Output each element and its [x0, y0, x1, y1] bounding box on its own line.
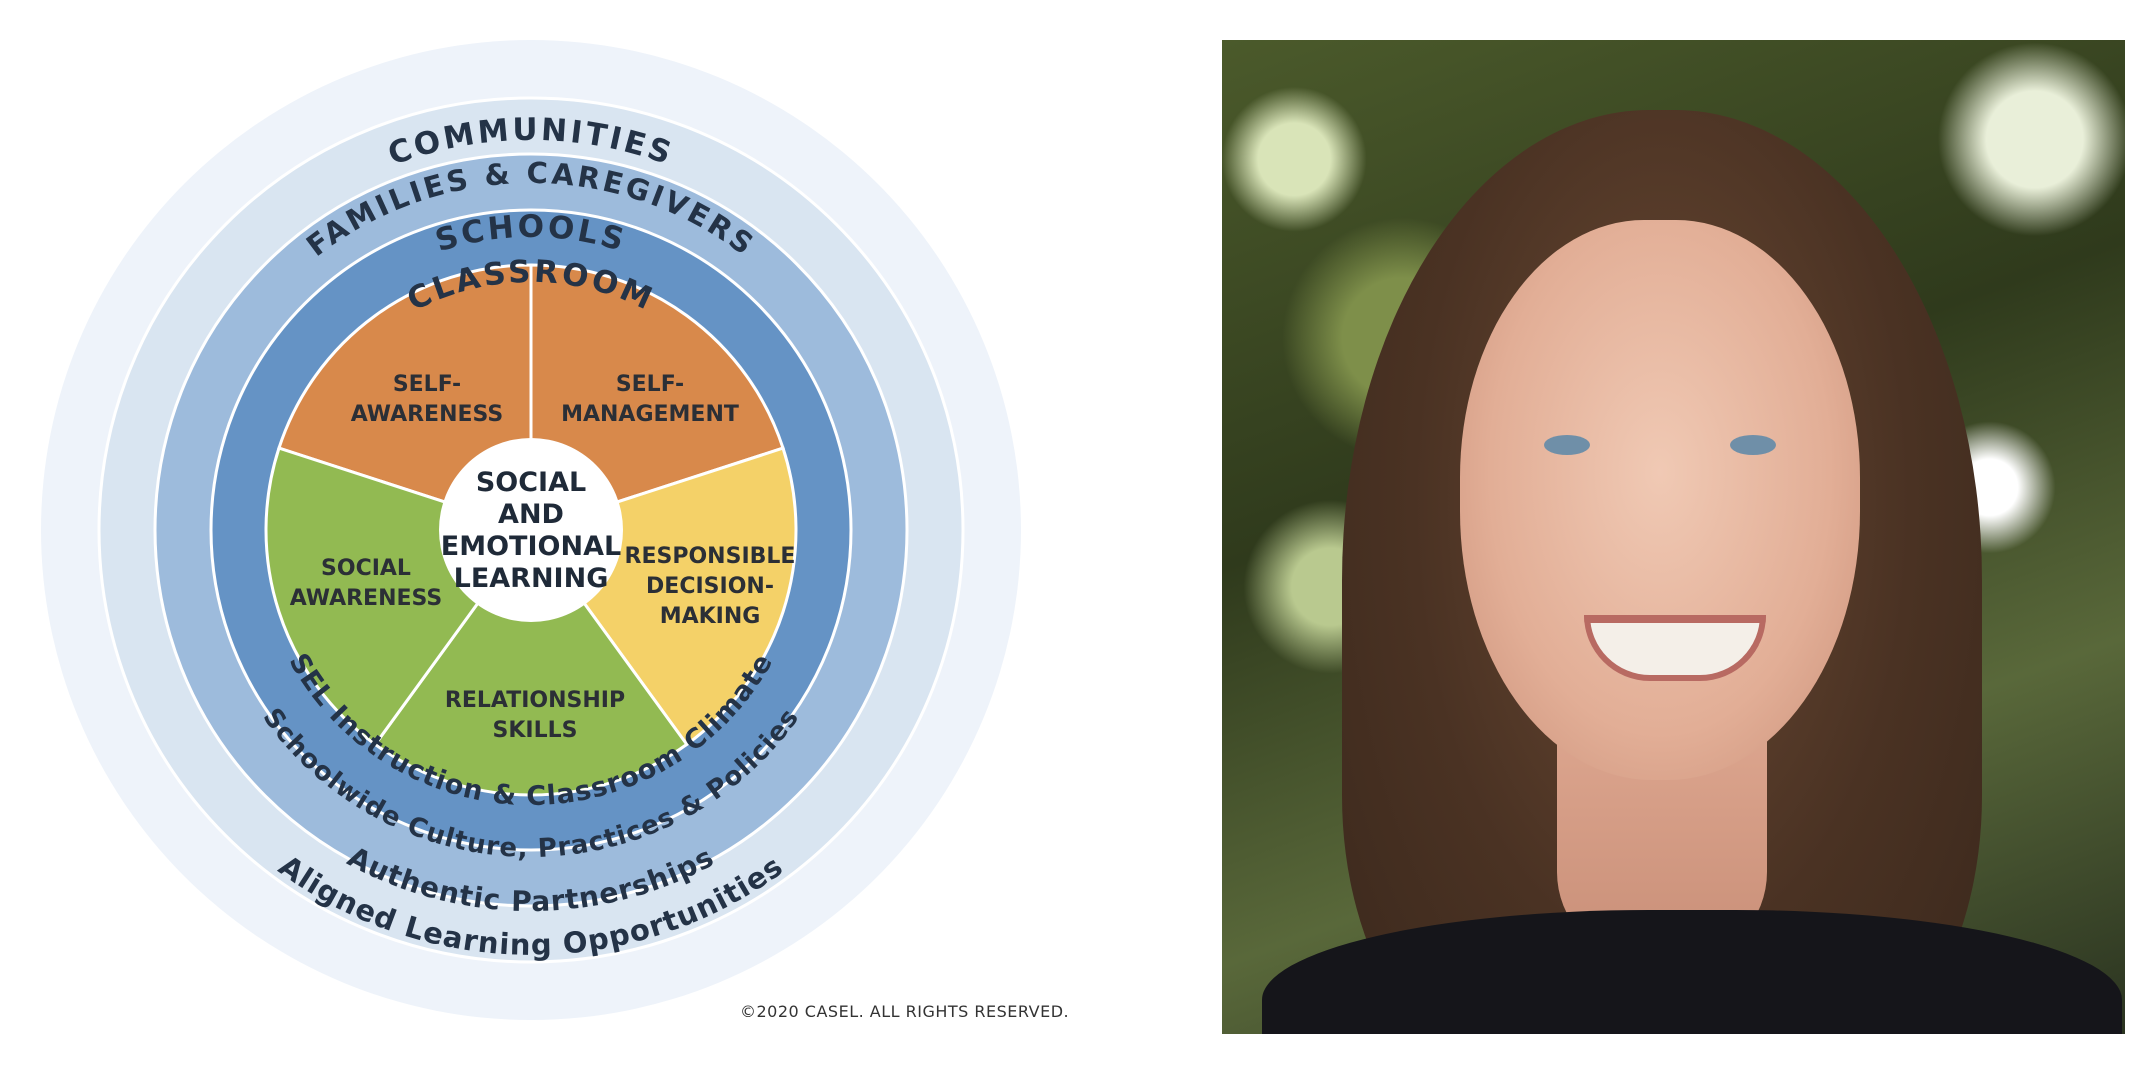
center-line: AND — [498, 499, 564, 530]
competency-label-relationship-skills: SKILLS — [493, 718, 578, 743]
competency-labels: SELF- AWARENESS SELF- MANAGEMENT RESPONS… — [290, 372, 796, 743]
competency-label-self-awareness: SELF- — [393, 372, 461, 397]
portrait-photo — [1222, 40, 2125, 1034]
competency-wedge-relationship-skills — [373, 527, 689, 797]
center-label: SOCIAL AND EMOTIONAL LEARNING — [441, 467, 621, 594]
competency-label-responsible-decision-making: RESPONSIBLE — [625, 544, 796, 569]
competency-label-social-awareness: SOCIAL — [321, 556, 411, 581]
photo-face — [1460, 220, 1860, 780]
competency-label-responsible-decision-making: MAKING — [660, 604, 761, 629]
casel-wheel-diagram: SOCIAL AND EMOTIONAL LEARNING SELF- AWAR… — [41, 40, 1021, 1020]
center-circle — [439, 438, 623, 622]
center-line: EMOTIONAL — [441, 531, 621, 562]
photo-eye — [1544, 435, 1590, 455]
competency-label-self-management: MANAGEMENT — [561, 402, 739, 427]
competency-label-social-awareness: AWARENESS — [290, 586, 442, 611]
photo-eye — [1730, 435, 1776, 455]
competency-label-self-awareness: AWARENESS — [351, 402, 503, 427]
copyright-notice: ©2020 CASEL. ALL RIGHTS RESERVED. — [740, 1002, 1070, 1021]
competency-label-responsible-decision-making: DECISION- — [646, 574, 774, 599]
center-line: SOCIAL — [476, 467, 586, 498]
competency-label-relationship-skills: RELATIONSHIP — [445, 688, 625, 713]
photo-shirt — [1262, 910, 2122, 1034]
center-line: LEARNING — [454, 563, 609, 594]
competency-label-self-management: SELF- — [616, 372, 684, 397]
